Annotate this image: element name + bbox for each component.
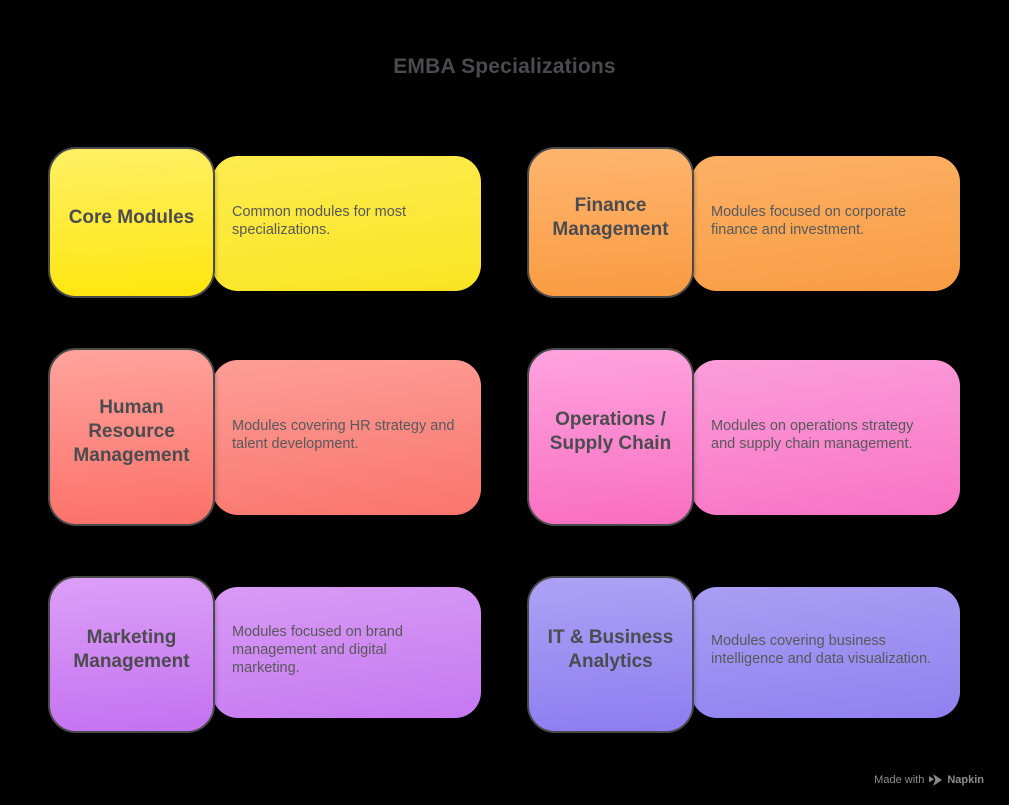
- card-title: IT & Business Analytics: [547, 626, 674, 672]
- watermark-prefix: Made with: [874, 774, 925, 786]
- card-description-panel: Modules on operations strategy and suppl…: [691, 360, 960, 515]
- card-description-panel: Modules covering business intelligence a…: [691, 587, 960, 718]
- card-marketing-management: Modules focused on brand management and …: [48, 576, 481, 733]
- card-title-box: IT & Business Analytics: [527, 576, 694, 733]
- card-description: Modules focused on corporate finance and…: [711, 203, 907, 238]
- card-title: Marketing Management: [73, 626, 190, 672]
- card-description-panel: Modules covering HR strategy and talent …: [212, 360, 481, 515]
- card-description: Modules focused on brand management and …: [232, 623, 403, 676]
- card-operations-supply-chain: Modules on operations strategy and suppl…: [527, 348, 960, 526]
- card-title-box: Human Resource Management: [48, 348, 215, 526]
- made-with-napkin-watermark: Made with Napkin: [874, 774, 984, 786]
- card-description-panel: Modules focused on brand management and …: [212, 587, 481, 718]
- card-title-box: Marketing Management: [48, 576, 215, 733]
- watermark-brand: Napkin: [947, 774, 984, 786]
- card-title-box: Finance Management: [527, 147, 694, 298]
- card-title: Finance Management: [552, 194, 669, 240]
- card-title-box: Core Modules: [48, 147, 215, 298]
- card-core-modules: Common modules for most specializations.…: [48, 147, 481, 298]
- card-finance-management: Modules focused on corporate finance and…: [527, 147, 960, 298]
- page-title: EMBA Specializations: [393, 55, 616, 78]
- card-description-panel: Common modules for most specializations.: [212, 156, 481, 291]
- napkin-logo-icon: [929, 774, 943, 786]
- card-title: Operations / Supply Chain: [549, 409, 672, 454]
- card-human-resource-management: Modules covering HR strategy and talent …: [48, 348, 481, 526]
- card-description: Modules on operations strategy and suppl…: [711, 417, 914, 452]
- card-description-panel: Modules focused on corporate finance and…: [691, 156, 960, 291]
- card-description: Modules covering business intelligence a…: [711, 632, 932, 667]
- card-description: Modules covering HR strategy and talent …: [232, 417, 455, 452]
- card-description: Common modules for most specializations.: [232, 203, 407, 238]
- card-it-business-analytics: Modules covering business intelligence a…: [527, 576, 960, 733]
- card-title: Core Modules: [68, 206, 195, 228]
- card-title-box: Operations / Supply Chain: [527, 348, 694, 526]
- card-title: Human Resource Management: [73, 397, 190, 466]
